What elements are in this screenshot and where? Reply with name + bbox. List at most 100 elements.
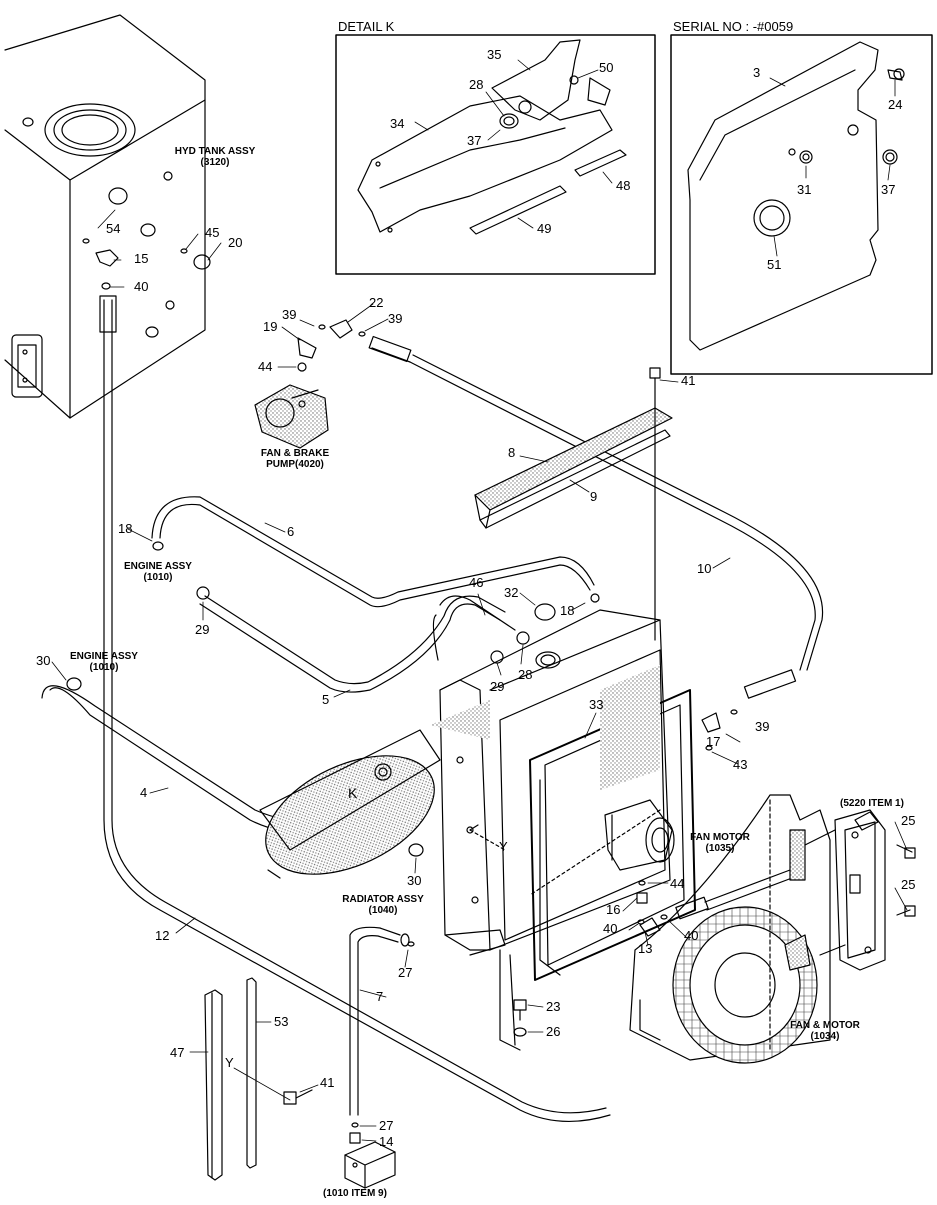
callout-23: 23 <box>546 999 561 1014</box>
caption-fan-motor-1034: FAN & MOTOR(1034) <box>790 1020 860 1042</box>
callout-33: 33 <box>589 697 604 712</box>
callout-28b: 28 <box>518 667 533 682</box>
callout-41b: 41 <box>320 1075 335 1090</box>
callout-40b: 40 <box>603 921 618 936</box>
callout-7: 7 <box>376 989 384 1004</box>
callout-15: 15 <box>134 251 149 266</box>
callout-9: 9 <box>590 489 598 504</box>
callout-39c: 39 <box>755 719 770 734</box>
hose-46 <box>432 595 516 661</box>
callout-41: 41 <box>681 373 696 388</box>
callout-14: 14 <box>379 1134 394 1149</box>
fan-motor-1035 <box>604 799 675 871</box>
callout-40c: 40 <box>684 928 699 943</box>
shroud-plate-3 <box>687 41 879 351</box>
caption-engine-assy-1: ENGINE ASSY(1010) <box>124 561 192 583</box>
detail-k-title: DETAIL K <box>338 19 395 34</box>
strip-48 <box>574 149 627 177</box>
callout-25b: 25 <box>901 877 916 892</box>
radiator-assy <box>259 609 696 1051</box>
callout-29: 29 <box>195 622 210 637</box>
callout-34: 34 <box>390 116 405 131</box>
leader-lines <box>51 59 908 1142</box>
serial-title: SERIAL NO : -#0059 <box>673 19 794 34</box>
hose-12 <box>99 295 611 1122</box>
callout-30b: 30 <box>407 873 422 888</box>
callout-17: 17 <box>706 734 721 749</box>
callout-12: 12 <box>155 928 170 943</box>
callout-6: 6 <box>287 524 295 539</box>
callout-35: 35 <box>487 47 502 62</box>
caption-radiator-assy: RADIATOR ASSY(1040) <box>342 894 424 916</box>
callout-24: 24 <box>888 97 903 112</box>
bracket-34 <box>357 95 613 233</box>
callout-51: 51 <box>767 257 782 272</box>
callout-K: K <box>348 785 358 801</box>
fan-and-motor-1034 <box>629 794 831 1064</box>
block-1010-item-9 <box>344 1122 396 1189</box>
caption-hyd-tank: HYD TANK ASSY(3120) <box>174 146 256 168</box>
bolt-41-top <box>649 367 661 641</box>
seal-33 <box>539 779 561 976</box>
callout-27: 27 <box>398 965 413 980</box>
callout-47: 47 <box>170 1045 185 1060</box>
callout-39: 39 <box>282 307 297 322</box>
fan-brake-pump <box>254 337 329 449</box>
callout-18b: 18 <box>560 603 575 618</box>
callout-8: 8 <box>508 445 516 460</box>
callout-4: 4 <box>140 785 148 800</box>
callout-16: 16 <box>606 902 621 917</box>
fittings-22-39 <box>318 319 366 339</box>
strips-47-53 <box>204 977 257 1181</box>
callout-5: 5 <box>322 692 330 707</box>
callout-20: 20 <box>228 235 243 250</box>
caption-5220-item-1: (5220 ITEM 1) <box>840 798 904 809</box>
detail-k-panel <box>335 34 656 275</box>
callout-48: 48 <box>616 178 631 193</box>
callout-29b: 29 <box>490 679 505 694</box>
hyd-tank <box>4 14 211 419</box>
bracket-5220 <box>804 809 916 971</box>
callout-53: 53 <box>274 1014 289 1029</box>
callout-30: 30 <box>36 653 51 668</box>
callout-54: 54 <box>106 221 121 236</box>
callout-43: 43 <box>733 757 748 772</box>
callout-31: 31 <box>797 182 812 197</box>
callout-32: 32 <box>504 585 519 600</box>
hose-7 <box>349 926 415 1116</box>
callout-Y: Y <box>499 839 508 854</box>
callout-44b: 44 <box>670 876 685 891</box>
callout-44: 44 <box>258 359 273 374</box>
callout-10: 10 <box>697 561 712 576</box>
callout-19: 19 <box>263 319 278 334</box>
callout-18: 18 <box>118 521 133 536</box>
callout-26: 26 <box>546 1024 561 1039</box>
caption-engine-assy-2: ENGINE ASSY(1010) <box>70 651 138 673</box>
callout-27b: 27 <box>379 1118 394 1133</box>
callout-45: 45 <box>205 225 220 240</box>
hose-5 <box>199 595 506 693</box>
callout-40: 40 <box>134 279 149 294</box>
callout-37b: 37 <box>881 182 896 197</box>
hose-10 <box>368 335 824 699</box>
callout-Y2: Y <box>225 1055 234 1070</box>
callout-49: 49 <box>537 221 552 236</box>
callout-50: 50 <box>599 60 614 75</box>
caption-fan-motor-1035: FAN MOTOR(1035) <box>690 832 750 854</box>
callout-46: 46 <box>469 575 484 590</box>
callout-28: 28 <box>469 77 484 92</box>
serial-panel <box>670 34 933 375</box>
callout-22: 22 <box>369 295 384 310</box>
callout-25: 25 <box>901 813 916 828</box>
bar-8-9 <box>474 407 673 529</box>
callout-37: 37 <box>467 133 482 148</box>
callout-3: 3 <box>753 65 761 80</box>
caption-1010-item-9: (1010 ITEM 9) <box>323 1188 387 1199</box>
callout-39b: 39 <box>388 311 403 326</box>
hose-6 <box>151 496 595 608</box>
bolts-lower <box>283 999 527 1105</box>
callout-13: 13 <box>638 941 653 956</box>
